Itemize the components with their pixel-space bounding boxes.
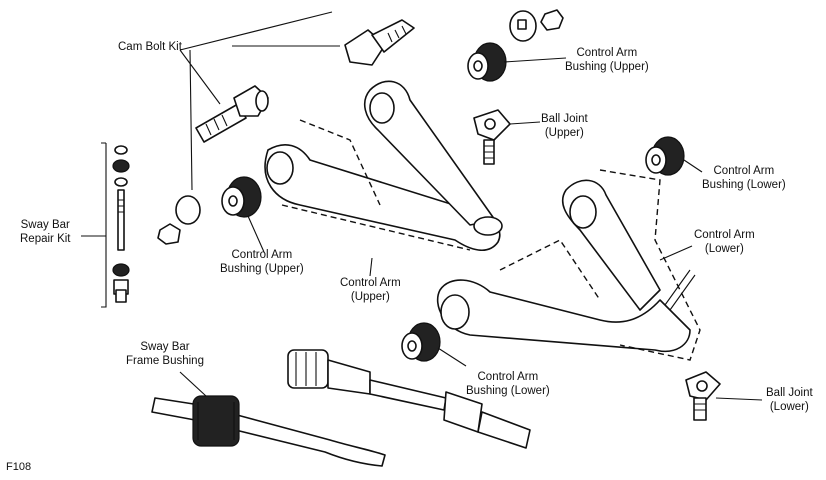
lead-sway-frame xyxy=(179,371,207,397)
label-control-arm-bushing-lower-right: Control Arm Bushing (Lower) xyxy=(702,165,786,191)
bushing-upper-top xyxy=(467,42,507,82)
sway-bar-repair-kit-assembly xyxy=(101,142,130,308)
ball-joint-upper xyxy=(473,109,511,165)
label-control-arm-bushing-lower-bottom: Control Arm Bushing (Lower) xyxy=(466,371,550,397)
lead-ball-joint-lower xyxy=(715,397,763,401)
lead-bushing-lower-right xyxy=(683,159,703,173)
label-sway-bar-frame-bushing: Sway Bar Frame Bushing xyxy=(126,341,204,367)
washer-key xyxy=(517,19,527,30)
axle-shaft xyxy=(287,349,531,449)
lead-bushing-upper-mid xyxy=(247,215,265,253)
label-ball-joint-lower: Ball Joint (Lower) xyxy=(766,387,813,413)
lower-control-arm xyxy=(436,169,701,361)
label-sway-bar-repair-kit: Sway Bar Repair Kit xyxy=(20,219,71,245)
cam-bolt-lower xyxy=(195,85,269,143)
label-control-arm-bushing-upper-top: Control Arm Bushing (Upper) xyxy=(565,47,649,73)
lead-ball-joint-upper xyxy=(509,121,541,125)
lead-cam-bolt xyxy=(179,11,340,191)
figure-code: F108 xyxy=(6,461,32,473)
lead-bushing-upper-top xyxy=(503,57,567,63)
ball-joint-lower xyxy=(685,371,721,421)
bushing-lower-right xyxy=(645,136,685,176)
label-cam-bolt-kit: Cam Bolt Kit xyxy=(118,41,182,53)
nut-top-right xyxy=(540,9,564,31)
upper-control-arm xyxy=(264,80,503,251)
label-ball-joint-upper: Ball Joint (Upper) xyxy=(541,113,588,139)
bushing-lower-bottom xyxy=(401,322,441,362)
bushing-upper-mid xyxy=(221,176,262,218)
label-control-arm-upper: Control Arm (Upper) xyxy=(340,277,401,303)
washer-left xyxy=(175,195,201,225)
nut-left xyxy=(157,223,181,245)
cam-bolt-upper xyxy=(344,19,415,66)
label-control-arm-bushing-upper-mid: Control Arm Bushing (Upper) xyxy=(220,249,304,275)
lead-bushing-lower-bottom xyxy=(437,347,467,367)
sway-bar-frame-bushing-assembly xyxy=(151,395,386,467)
label-control-arm-lower: Control Arm (Lower) xyxy=(694,229,755,255)
lead-ctrl-arm-lower xyxy=(659,245,693,261)
lead-ctrl-arm-upper xyxy=(369,257,373,277)
